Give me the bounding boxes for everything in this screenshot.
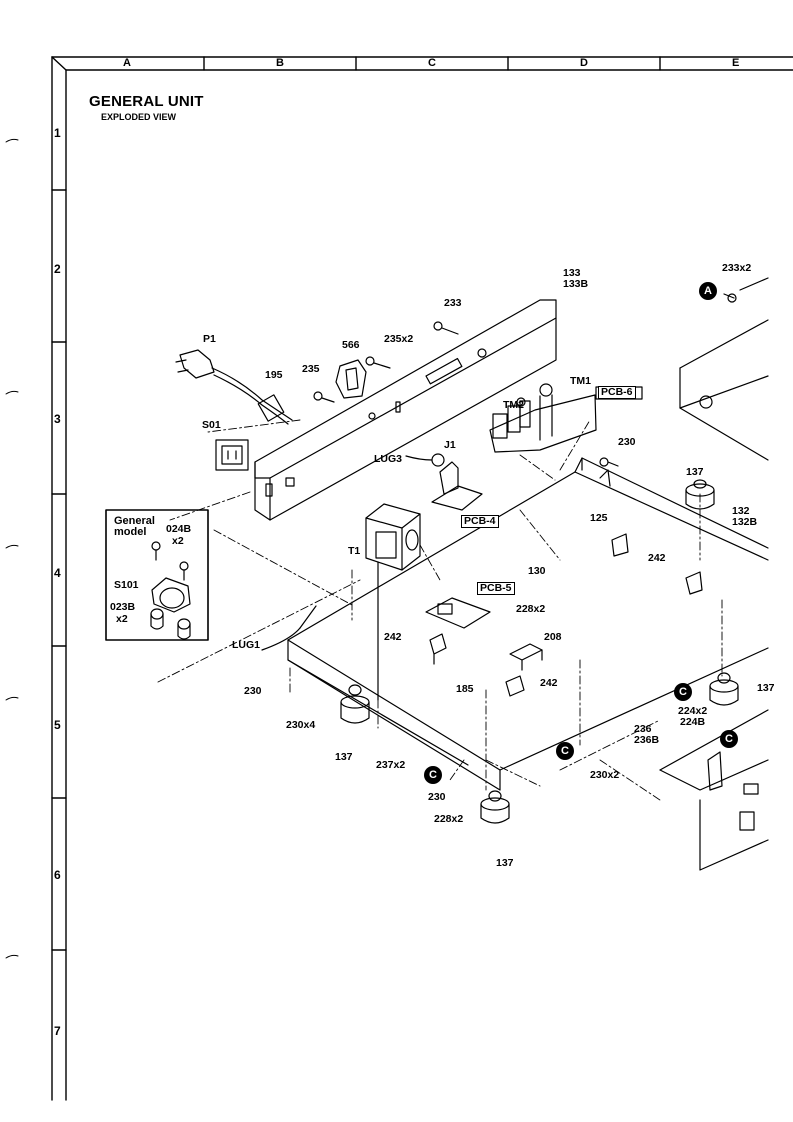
callout-125: 125: [590, 512, 608, 524]
page-subtitle: EXPLODED VIEW: [101, 112, 177, 122]
chassis-plate: [287, 457, 769, 791]
callout-233x2: 233x2: [722, 262, 752, 274]
reference-mark-c-bottom: C: [424, 766, 442, 784]
callout-230x2: 230x2: [590, 769, 620, 781]
column-label-e: E: [732, 57, 740, 69]
row-label-2: 2: [54, 262, 61, 276]
reference-mark-a: A: [699, 282, 717, 300]
callout-242-right: 242: [648, 552, 666, 564]
reference-mark-c-right: C: [674, 683, 692, 701]
callout-130: 130: [528, 565, 546, 577]
inset-label-s101: S101: [114, 579, 139, 591]
callout-132b: 132B: [732, 516, 758, 528]
foot-137-left: [340, 684, 370, 724]
inset-label-024b: 024B: [166, 523, 192, 535]
switch-s101: [150, 541, 191, 640]
reference-mark-c-far-right: C: [720, 730, 738, 748]
front-panel: [254, 299, 557, 521]
callout-224x2: 224x2: [678, 705, 708, 717]
column-label-b: B: [276, 57, 284, 69]
frame-grid: [51, 56, 793, 1101]
callout-230-left: 230: [244, 685, 262, 697]
inset-title: General model: [114, 516, 155, 538]
callout-t1: T1: [348, 545, 361, 557]
assembly-lines: [157, 419, 723, 801]
callout-pcb-4: PCB-4: [461, 515, 499, 528]
outlet-s01: [215, 439, 249, 471]
callout-tm2: TM2: [503, 399, 524, 411]
column-label-c: C: [428, 57, 436, 69]
callout-132: 132: [732, 505, 750, 517]
callout-137-bottom: 137: [496, 857, 514, 869]
callout-pcb-5: PCB-5: [477, 582, 515, 595]
inset-label-023b: 023B: [110, 601, 136, 613]
callout-133b: 133B: [563, 278, 589, 290]
callout-lug3: LUG3: [374, 453, 403, 465]
jack-j1: [405, 453, 483, 511]
inset-title-line1: General: [114, 515, 155, 527]
callout-pcb-6: PCB-6: [598, 386, 636, 399]
lug-1: [261, 605, 317, 651]
callout-133: 133: [563, 267, 581, 279]
callout-242-left: 242: [384, 631, 402, 643]
inset-box: [105, 509, 209, 641]
row-label-6: 6: [54, 868, 61, 882]
callout-195: 195: [265, 369, 283, 381]
callout-230x4: 230x4: [286, 719, 316, 731]
callout-j1: J1: [444, 439, 456, 451]
row-label-7: 7: [54, 1024, 61, 1038]
callout-235: 235: [302, 363, 320, 375]
callout-237x2: 237x2: [376, 759, 406, 771]
transformer: [365, 503, 421, 701]
screws: [313, 293, 737, 467]
brackets-242: [429, 533, 703, 697]
callout-233: 233: [444, 297, 462, 309]
callout-228x2-top: 228x2: [516, 603, 546, 615]
callout-tm1: TM1: [570, 375, 591, 387]
row-label-3: 3: [54, 412, 61, 426]
column-label-d: D: [580, 57, 588, 69]
callout-228x2-bottom: 228x2: [434, 813, 464, 825]
callout-566: 566: [342, 339, 360, 351]
inset-label-x2-bottom: x2: [116, 613, 128, 625]
callout-lug1: LUG1: [232, 639, 261, 651]
inset-title-line2: model: [114, 526, 147, 538]
page-title: GENERAL UNIT: [89, 93, 204, 110]
callout-208: 208: [544, 631, 562, 643]
callout-235x2: 235x2: [384, 333, 414, 345]
connector-208: [509, 643, 543, 671]
rear-panel-bottom: [659, 709, 769, 871]
callout-s01: S01: [202, 419, 221, 431]
callout-236: 236: [634, 723, 652, 735]
callout-137-left: 137: [335, 751, 353, 763]
callout-236b: 236B: [634, 734, 660, 746]
inset-label-x2-top: x2: [172, 535, 184, 547]
foot-137-right: [709, 672, 739, 706]
callout-224b: 224B: [680, 716, 706, 728]
foot-137-bottom: [480, 790, 510, 824]
callout-230-top: 230: [618, 436, 636, 448]
top-cabinet: [679, 277, 769, 461]
reference-mark-c-center: C: [556, 742, 574, 760]
callout-242-mid: 242: [540, 677, 558, 689]
pcb-5: [425, 597, 491, 629]
row-label-4: 4: [54, 566, 61, 580]
callout-230-bottom: 230: [428, 791, 446, 803]
callout-p1: P1: [203, 333, 216, 345]
holder-566: [335, 359, 367, 399]
row-label-5: 5: [54, 718, 61, 732]
power-cord: [175, 349, 293, 425]
column-label-a: A: [123, 57, 131, 69]
callout-137-top: 137: [686, 466, 704, 478]
callout-137-right: 137: [757, 682, 775, 694]
row-label-1: 1: [54, 126, 61, 140]
margin-ticks: [5, 138, 19, 959]
callout-185-label: 185: [456, 683, 474, 695]
